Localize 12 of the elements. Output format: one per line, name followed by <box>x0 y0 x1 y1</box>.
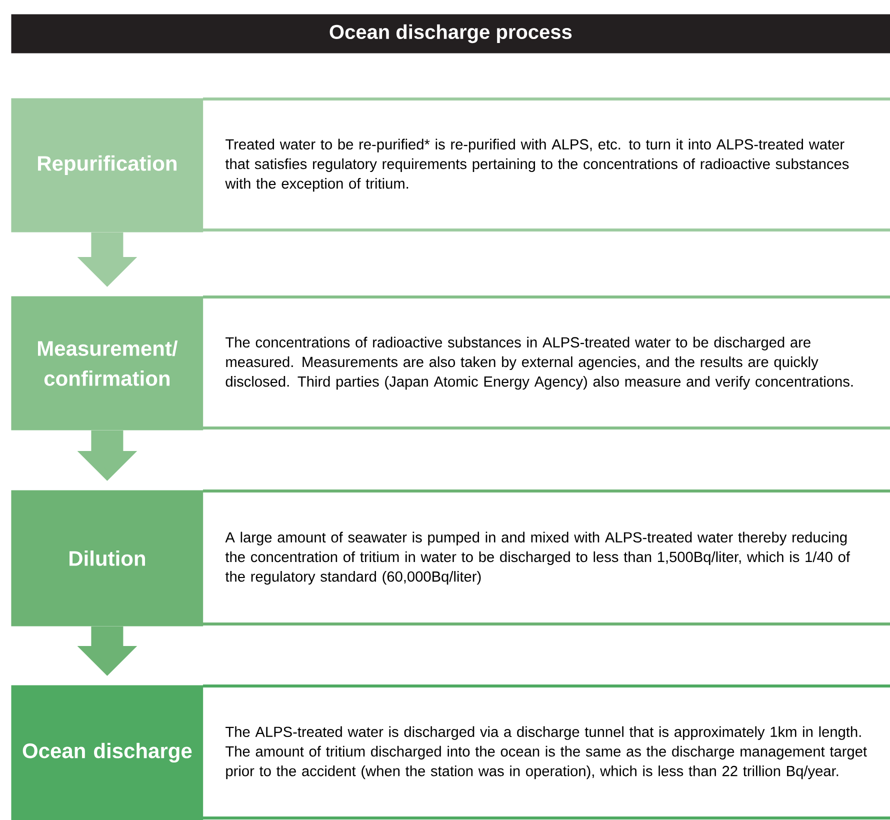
description-box: Treated water to be re-purified* is re-purified with ALPS, etc. to turn it into ALPS-treated water that satisfies regulatory requirements pertaining to the concentrations of radioactive substances with the exception of tritium. <box>203 98 890 232</box>
description-box: The concentrations of radioactive substances in ALPS-treated water to be discharged are measured. Measurements are also taken by external agencies, and the results are quickly disclosed. Third parties (Japan Atomic Energy Agency) also measure and verify concentrations. <box>203 296 890 430</box>
node-label: Treated water to be re-purified* is re-purified with ALPS, etc. to turn it into ALPS-treated water that satisfies regulatory requirements pertaining to the concentrations of radioactive substances with the exception of tritium. <box>225 138 849 192</box>
step-header: Ocean discharge <box>11 685 204 820</box>
step-header: Repurification <box>11 98 204 232</box>
title-bar: Ocean discharge process <box>11 14 890 54</box>
step-header: Measurement/ confirmation <box>11 296 204 430</box>
node-label: A large amount of seawater is pumped in and mixed with ALPS-treated water thereby reducing the concentration of tritium in water to be discharged to less than 1,500Bq/liter, which is 1/40 of the regulatory standard (60,000Bq/liter) <box>225 532 850 585</box>
description-box: A large amount of seawater is pumped in and mixed with ALPS-treated water thereby reducing the concentration of tritium in water to be discharged to less than 1,500Bq/liter, which is 1/40 of the regulatory standard (60,000Bq/liter) <box>203 490 890 626</box>
node-label: The concentrations of radioactive substances in ALPS-treated water to be discharged are measured. Measurements are also taken by external agencies, and the results are quickly disclosed. Third parties (Japan Atomic Energy Agency) also measure and verify concentrations. <box>226 336 853 390</box>
step-header: Dilution <box>11 490 204 626</box>
description-box: The ALPS-treated water is discharged via a discharge tunnel that is approximately 1km in length. The amount of tritium discharged into the ocean is the same as the discharge management target prior to the accident (when the station was in operation), which is less than 22 trillion Bq/year. <box>203 684 890 820</box>
